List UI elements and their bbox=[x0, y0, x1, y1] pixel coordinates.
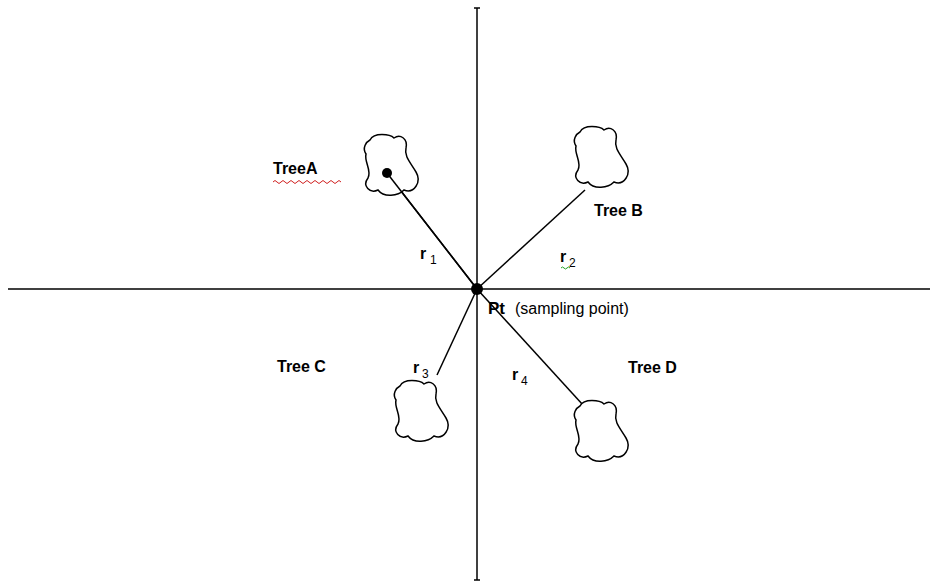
x-axis bbox=[8, 288, 930, 290]
tree-outline bbox=[574, 401, 628, 462]
distance-line bbox=[387, 173, 477, 289]
tree-label: Tree C bbox=[276, 359, 327, 375]
distance-symbol: r bbox=[559, 249, 567, 265]
axis-tick bbox=[474, 579, 480, 581]
distance-symbol: r bbox=[419, 246, 427, 262]
tree-label: Tree D bbox=[627, 360, 678, 376]
distance-line bbox=[437, 289, 477, 375]
spellcheck-squiggle bbox=[273, 181, 341, 184]
sampling-point-dot bbox=[471, 283, 483, 295]
distance-subscript: 3 bbox=[421, 368, 430, 380]
tree-outline bbox=[574, 127, 628, 188]
distance-symbol: r bbox=[511, 367, 519, 383]
point-label: Pt bbox=[487, 300, 506, 317]
tree-label: TreeA bbox=[272, 161, 318, 177]
axis-tick bbox=[474, 7, 480, 9]
tree-center-dot bbox=[382, 168, 392, 178]
distance-symbol: r bbox=[412, 360, 420, 376]
tree-outline bbox=[394, 381, 448, 442]
distance-subscript: 1 bbox=[429, 254, 438, 266]
tree-label: Tree B bbox=[593, 203, 644, 219]
point-note: (sampling point) bbox=[514, 301, 630, 317]
tree-outline bbox=[364, 135, 418, 196]
spellcheck-squiggle bbox=[561, 267, 570, 269]
distance-line bbox=[477, 190, 585, 289]
distance-subscript: 2 bbox=[568, 257, 577, 269]
distance-subscript: 4 bbox=[520, 375, 529, 387]
distance-line bbox=[387, 173, 477, 289]
